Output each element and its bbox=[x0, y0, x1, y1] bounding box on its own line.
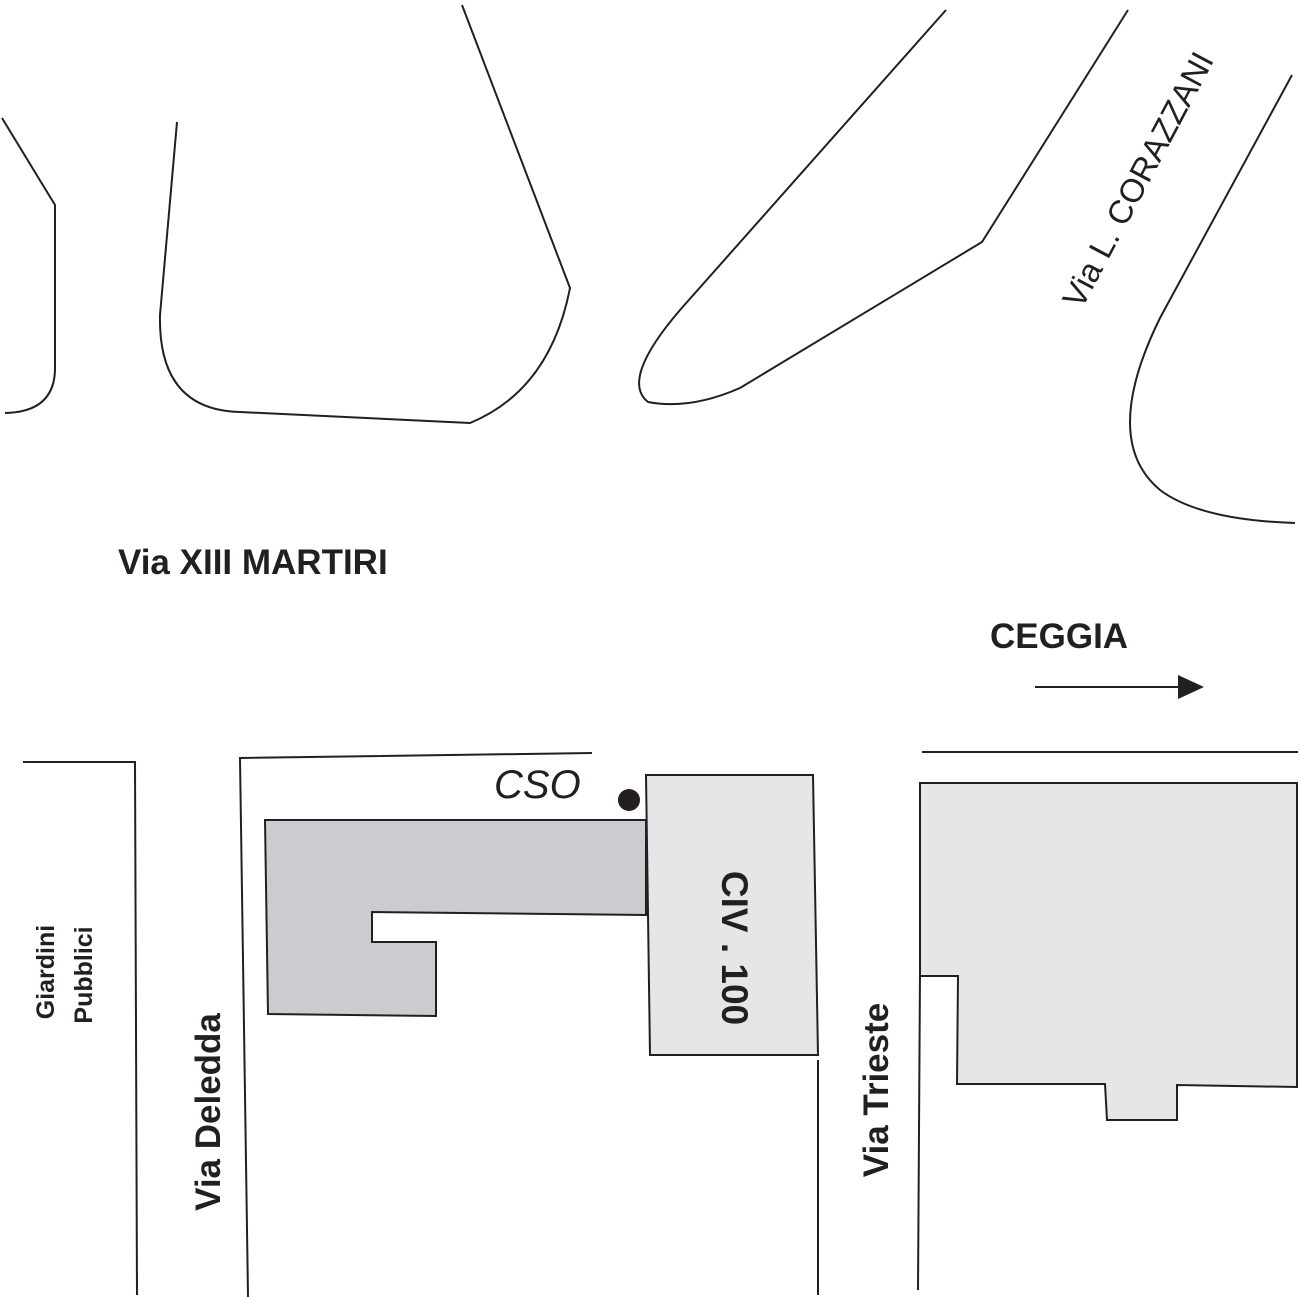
label-giardini: Giardini bbox=[32, 925, 60, 1019]
building-east bbox=[919, 782, 1298, 1121]
road-edge-top-left bbox=[1, 117, 56, 414]
building-civ-100 bbox=[644, 774, 820, 1056]
direction-arrow-icon bbox=[1178, 675, 1204, 699]
road-edge-block-2 bbox=[638, 9, 1129, 406]
road-edge-giardini bbox=[23, 761, 138, 1296]
road-edge-deledda-north bbox=[238, 752, 593, 1298]
road-edge-block-3 bbox=[1129, 74, 1296, 524]
cso-marker-dot bbox=[618, 789, 640, 811]
label-cso: CSO bbox=[494, 763, 581, 807]
label-pubblici: Pubblici bbox=[70, 926, 98, 1023]
label-ceggia: CEGGIA bbox=[990, 617, 1128, 656]
label-via-deledda: Via Deledda bbox=[189, 1013, 228, 1211]
building-dark bbox=[263, 819, 647, 1018]
road-edge-trieste-east bbox=[917, 971, 921, 1291]
label-via-trieste: Via Trieste bbox=[857, 1003, 896, 1177]
label-via-xiii-martiri: Via XIII MARTIRI bbox=[118, 543, 388, 582]
label-civ-100: CIV . 100 bbox=[714, 871, 755, 1025]
road-edge-block-1 bbox=[158, 4, 572, 425]
